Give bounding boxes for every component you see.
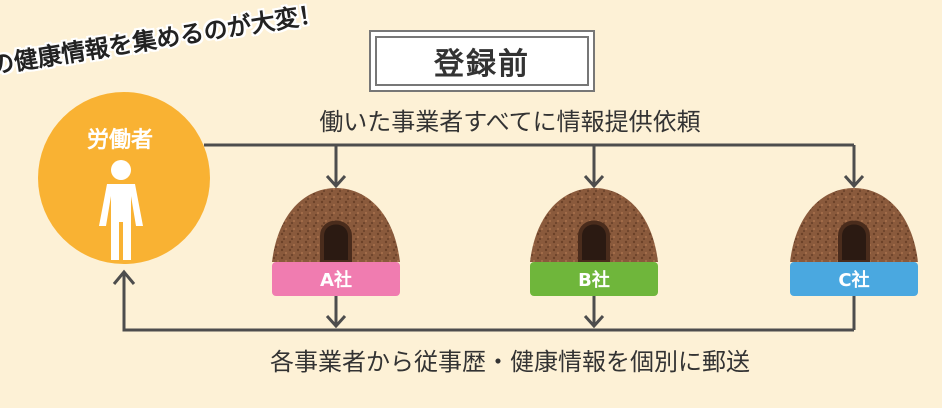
company-label-c: C社	[790, 262, 918, 296]
top-flow-label: 働いた事業者すべてに情報提供依頼	[319, 108, 701, 136]
title-box: 登録前	[369, 30, 595, 92]
bottom-flow-label: 各事業者から従事歴・健康情報を個別に郵送	[270, 348, 750, 376]
mound-a	[272, 188, 400, 264]
company-label-a: A社	[272, 262, 400, 296]
mound-b	[530, 188, 658, 264]
person-icon	[99, 160, 143, 260]
worker-label: 労働者	[86, 128, 153, 153]
return-arrows	[112, 269, 856, 332]
company-label-b: B社	[530, 262, 658, 296]
bottom-flow-line	[122, 272, 854, 332]
mound-c	[790, 188, 918, 264]
page-title: 登録前	[375, 36, 589, 86]
request-arrows	[204, 143, 865, 189]
